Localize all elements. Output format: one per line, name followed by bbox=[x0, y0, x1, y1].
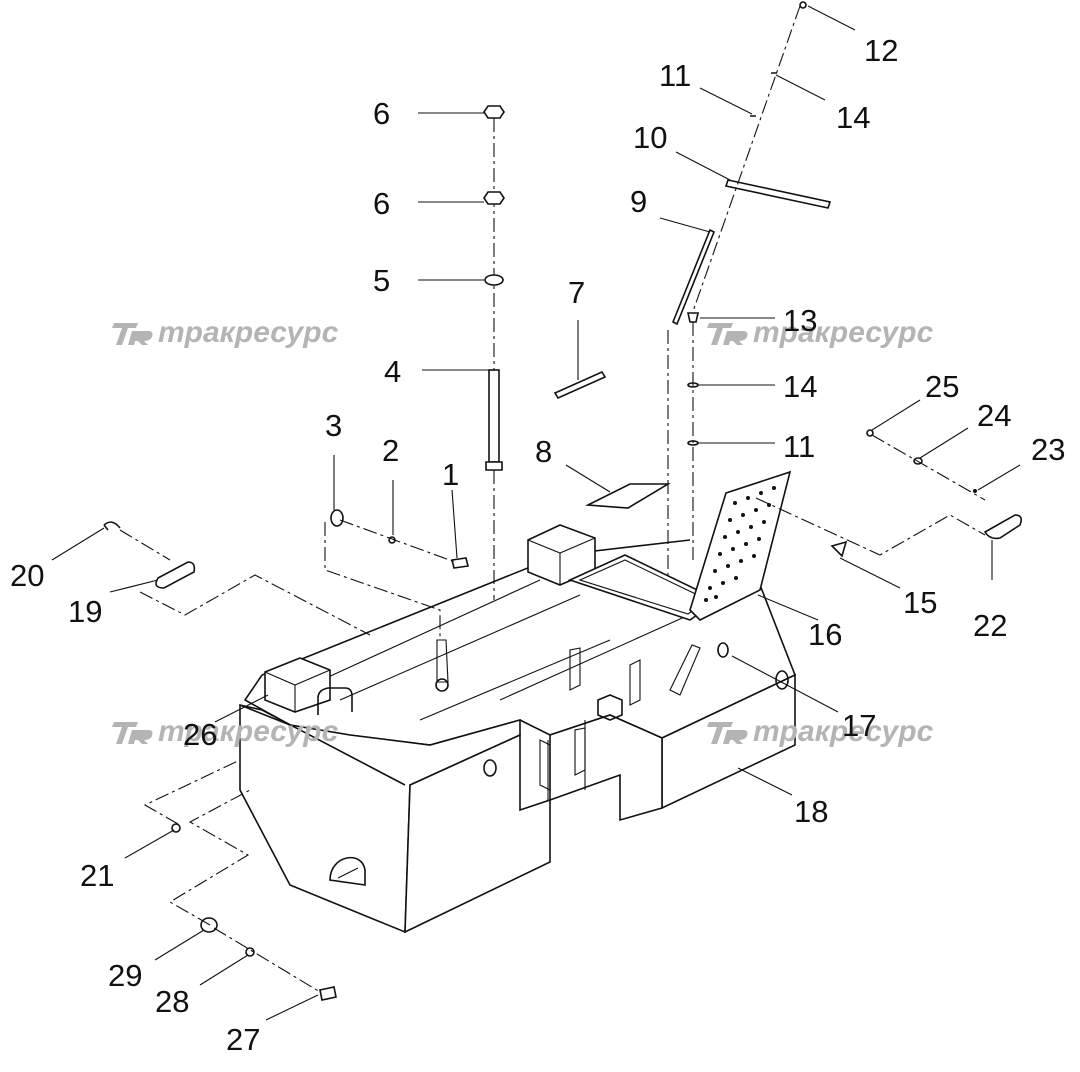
callout-2: 2 bbox=[382, 433, 399, 468]
control-box bbox=[527, 524, 596, 586]
bolt-13 bbox=[687, 312, 699, 323]
tr-logo bbox=[112, 323, 153, 345]
callout-numbers: 6 6 5 4 3 2 1 7 8 9 10 11 12 14 13 14 11… bbox=[10, 33, 1065, 1057]
callout-19: 19 bbox=[68, 594, 102, 629]
callout-14: 14 bbox=[783, 369, 817, 404]
bolt-set-left bbox=[324, 509, 469, 640]
pad-8 bbox=[585, 483, 671, 509]
callout-11: 11 bbox=[659, 58, 691, 93]
tank-body bbox=[239, 539, 797, 934]
bar-10 bbox=[724, 179, 832, 209]
tr-logo bbox=[112, 722, 153, 744]
callout-15: 15 bbox=[903, 585, 937, 620]
tr-logo bbox=[707, 722, 748, 744]
callout-26: 26 bbox=[183, 717, 217, 752]
rod-9 bbox=[671, 228, 716, 326]
watermark-text: тракресурс bbox=[158, 715, 339, 748]
tr-logo bbox=[707, 323, 748, 345]
callout-12: 12 bbox=[864, 33, 898, 68]
callout-23: 23 bbox=[1031, 432, 1065, 467]
callout-20: 20 bbox=[10, 558, 44, 593]
callout-25: 25 bbox=[925, 369, 959, 404]
callout-22: 22 bbox=[973, 608, 1007, 643]
callout-27: 27 bbox=[226, 1022, 260, 1057]
watermark-text: тракресурс bbox=[753, 316, 934, 349]
callout-10: 10 bbox=[633, 120, 667, 155]
callout-16: 16 bbox=[808, 617, 842, 652]
callout-8: 8 bbox=[535, 434, 552, 469]
watermark-top-left: тракресурс bbox=[112, 316, 339, 349]
callout-5: 5 bbox=[373, 263, 390, 298]
perforated-plate bbox=[689, 470, 792, 621]
callout-17: 17 bbox=[842, 708, 876, 743]
leader-lines bbox=[51, 5, 1021, 1021]
watermark-text: тракресурс bbox=[158, 316, 339, 349]
strip-7 bbox=[553, 370, 607, 400]
watermark-top-right: тракресурс bbox=[707, 316, 934, 349]
callout-18: 18 bbox=[794, 794, 828, 829]
callout-21: 21 bbox=[80, 858, 114, 893]
watermark-bottom-left: тракресурс bbox=[112, 715, 339, 748]
callout-11: 11 bbox=[783, 429, 815, 464]
callout-29: 29 bbox=[108, 958, 142, 993]
callout-13: 13 bbox=[783, 303, 817, 338]
cover-bracket bbox=[264, 657, 353, 715]
callout-4: 4 bbox=[384, 354, 401, 389]
callout-6: 6 bbox=[373, 186, 390, 221]
rod-assembly bbox=[483, 105, 505, 600]
callout-3: 3 bbox=[325, 408, 342, 443]
handle-22 bbox=[755, 429, 1022, 558]
watermark-bottom-right: тракресурс bbox=[707, 715, 934, 748]
callout-24: 24 bbox=[977, 398, 1011, 433]
callout-9: 9 bbox=[630, 184, 647, 219]
callout-6: 6 bbox=[373, 96, 390, 131]
callout-1: 1 bbox=[442, 457, 459, 492]
watermark-text: тракресурс bbox=[753, 715, 934, 748]
callout-28: 28 bbox=[155, 984, 189, 1019]
callout-14: 14 bbox=[836, 100, 870, 135]
callout-7: 7 bbox=[568, 275, 585, 310]
bolt-set-lower bbox=[143, 759, 337, 1001]
pin-19 bbox=[103, 521, 371, 636]
